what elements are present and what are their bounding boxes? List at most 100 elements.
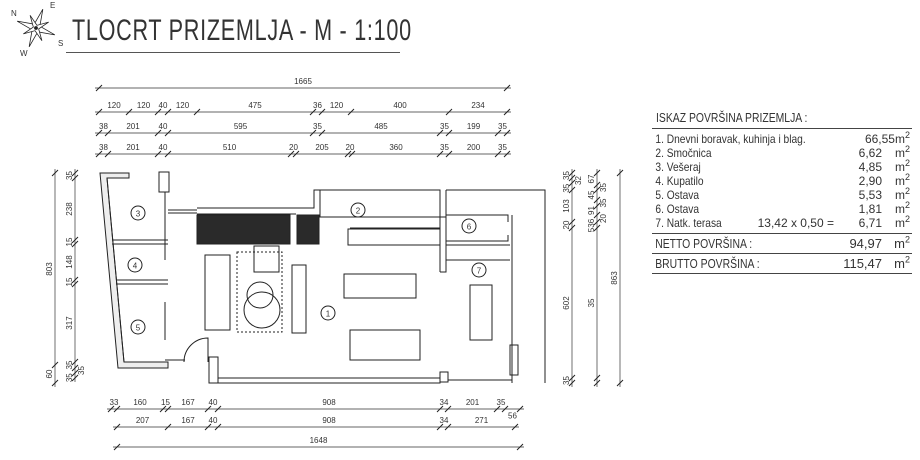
dimension-label: 40: [159, 143, 168, 152]
dimension-label: 34: [440, 416, 449, 425]
dimension-label: 167: [181, 416, 195, 425]
dimension-label: 38: [99, 143, 108, 152]
dimension-label: 38: [99, 122, 108, 131]
dimension-label: 201: [126, 122, 140, 131]
dimension-label: 536: [587, 218, 596, 232]
dimension-label: 238: [65, 202, 74, 216]
netto-label: NETTO POVRŠINA :: [655, 236, 753, 251]
dimension-label: 35: [313, 122, 322, 131]
room-number: 3: [136, 210, 141, 219]
dimension-label: 15: [161, 398, 170, 407]
compass-w: W: [20, 49, 28, 58]
dimension-label: 40: [209, 416, 218, 425]
dimension-label: 35: [562, 171, 571, 180]
room-label: 7. Natk. terasa: [655, 216, 722, 230]
dimension-label: 60: [45, 369, 54, 378]
dimension-label: 34: [440, 398, 449, 407]
room-label: 4. Kupatilo: [655, 174, 704, 188]
dimension-label: 120: [137, 101, 151, 110]
dimension-label: 120: [176, 101, 190, 110]
dimension-label: 35: [599, 198, 608, 207]
brutto-row: BRUTTO POVRŠINA : 115,47 m2: [652, 254, 912, 273]
room-calc: 13,42 x 0,50 =: [757, 216, 834, 230]
unit: m2: [894, 200, 910, 217]
dimension-label: 35: [65, 373, 74, 382]
title-underline: [66, 52, 400, 53]
dimension-label: 15: [65, 277, 74, 286]
dimension-label: 908: [322, 416, 336, 425]
dimension-label: 160: [133, 398, 147, 407]
dimension-label: 35: [65, 171, 74, 180]
dimension-label: 35: [497, 398, 506, 407]
dimension-label: 35: [498, 122, 507, 131]
unit: m2: [894, 172, 910, 189]
dimension-label: 120: [330, 101, 344, 110]
unit: m2: [894, 158, 910, 175]
room-calc: [739, 160, 834, 174]
dimension-label: 120: [107, 101, 121, 110]
room-number: 2: [356, 207, 361, 216]
dimension-label: 201: [466, 398, 480, 407]
dimension-label: 863: [610, 271, 619, 285]
dimension-label: 595: [234, 122, 248, 131]
building-walls: [99, 171, 546, 384]
dimension-label: 205: [315, 143, 329, 152]
dimension-label: 20: [346, 143, 355, 152]
compass-e: E: [50, 1, 55, 10]
room-calc: [739, 146, 834, 160]
divider: [652, 233, 912, 234]
dimension-label: 360: [389, 143, 403, 152]
unit: m2: [894, 130, 910, 147]
dimension-label: 20: [599, 214, 608, 223]
divider: [652, 273, 912, 274]
unit: m2: [894, 186, 910, 203]
room-number-circle: [350, 202, 366, 218]
room-area: 1,81: [858, 202, 882, 216]
dimension-label: 1648: [310, 436, 328, 445]
room-label: 3. Vešeraj: [655, 160, 701, 174]
dimension-label: 40: [159, 122, 168, 131]
room-area: 6,62: [858, 146, 882, 160]
dimension-label: 35: [77, 366, 86, 375]
dimension-label: 35: [498, 143, 507, 152]
room-number-circle: [130, 205, 146, 221]
dimension-label: 33: [110, 398, 119, 407]
dimension-label: 167: [181, 398, 195, 407]
dimension-label: 35: [562, 183, 571, 192]
dimension-label: 201: [126, 143, 140, 152]
room-calc: [833, 132, 865, 146]
room-label: 6. Ostava: [655, 202, 700, 216]
dimension-label: 67: [587, 174, 596, 183]
dimension-label: 56: [508, 412, 517, 421]
divider: [652, 253, 912, 254]
dimension-label: 103: [562, 199, 571, 213]
dimension-label: 20: [562, 220, 571, 229]
room-number-circle: [461, 218, 477, 234]
brutto-label: BRUTTO POVRŠINA :: [655, 256, 760, 271]
room-area: 2,90: [858, 174, 882, 188]
dimension-label: 91: [587, 206, 596, 215]
netto-row: NETTO POVRŠINA : 94,97 m2: [652, 234, 912, 253]
dimension-label: 35: [587, 298, 596, 307]
dimension-label: 271: [475, 416, 489, 425]
dimension-label: 35: [65, 360, 74, 369]
room-number: 1: [326, 310, 331, 319]
room-number-circle: [320, 305, 336, 321]
dimension-label: 908: [322, 398, 336, 407]
dimension-label: 475: [248, 101, 262, 110]
room-label: 1. Dnevni boravak, kuhinja i blag.: [655, 132, 806, 146]
compass-s: S: [58, 39, 63, 48]
area-row: 4. Kupatilo 2,90 m2: [652, 172, 912, 189]
dimension-label: 602: [562, 296, 571, 310]
compass-rose-icon: [17, 9, 55, 47]
unit: m2: [894, 234, 910, 251]
page-title: TLOCRT PRIZEMLJA - M - 1:100: [72, 14, 412, 47]
room-area: 6,71: [858, 216, 882, 230]
dimension-label: 400: [393, 101, 407, 110]
